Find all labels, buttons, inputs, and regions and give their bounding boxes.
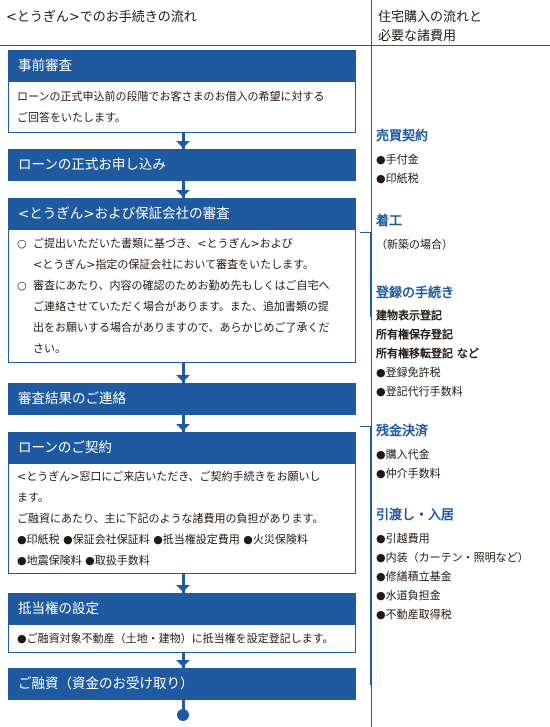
- cost-item: ●修繕積立基金: [376, 570, 452, 583]
- review-item-line: ご提出いただいた書類に基づき、<とうぎん>および: [33, 237, 293, 250]
- bracket-connector: [360, 232, 371, 317]
- step-body-line: <とうぎん>窓口にご来店いただき、ご契約手続きをお願いし: [17, 470, 321, 483]
- cost-item: ●印紙税: [376, 172, 419, 185]
- review-item: ○ ご提出いただいた書類に基づき、<とうぎん>および <とうぎん>指定の保証会社…: [17, 233, 347, 275]
- step-body: ○ ご提出いただいた書類に基づき、<とうぎん>および <とうぎん>指定の保証会社…: [8, 230, 356, 363]
- review-item-line: <とうぎん>指定の保証会社において審査をいたします。: [33, 258, 315, 271]
- bracket-connector: [360, 426, 371, 685]
- section-final-settlement: 残金決済 ●購入代金 ●仲介手数料: [376, 422, 548, 483]
- cost-item: ●内装（カーテン・照明など）: [376, 551, 529, 564]
- review-item-line: ご連絡させていただく場合があります。また、追加書類の提: [33, 300, 329, 313]
- step-body-line: ●ご融資対象不動産（土地・建物）に抵当権を設定登記します。: [17, 632, 334, 645]
- arrow-down-icon: [176, 190, 190, 197]
- cost-header-line1: 住宅購入の流れと: [378, 10, 483, 25]
- step-title: ローンの正式お申し込み: [8, 149, 356, 181]
- step-body-line: ●印紙税 ●保証会社保証料 ●抵当権設定費用 ●火災保険料: [17, 533, 308, 546]
- step-body-line: ご回答をいたします。: [17, 111, 126, 124]
- step-title: 事前審査: [8, 50, 356, 82]
- arrow-down-icon: [176, 141, 190, 148]
- cost-item: ●水道負担金: [376, 589, 441, 602]
- step-body-line: ローンの正式申込前の段階でお客さまのお借入の希望に対する: [17, 90, 325, 103]
- section-title: 残金決済: [376, 424, 429, 439]
- flow-header-title: <とうぎん>でのお手続きの流れ: [6, 10, 197, 25]
- flow-end-dot-icon: [177, 709, 189, 721]
- cost-item: ●登録免許税: [376, 366, 441, 379]
- step-loan-disbursement: ご融資（資金のお受け取り）: [8, 668, 356, 700]
- section-title: 登録の手続き: [376, 286, 455, 301]
- review-item-line: 出をお願いする場合がありますので、あらかじめご了承くだ: [33, 321, 330, 334]
- section-title: 着工: [376, 214, 403, 229]
- cost-header-title: 住宅購入の流れと 必要な諸費用: [378, 8, 482, 46]
- step-title: ローンのご契約: [8, 432, 356, 464]
- step-body-line: ご融資にあたり、主に下記のような諸費用の負担があります。: [17, 512, 324, 525]
- cost-item: ●購入代金: [376, 448, 430, 461]
- section-title: 売買契約: [376, 129, 429, 144]
- section-construction: 着工 （新築の場合）: [376, 212, 548, 254]
- step-review: <とうぎん>および保証会社の審査 ○ ご提出いただいた書類に基づき、<とうぎん>…: [8, 198, 356, 363]
- arrow-down-icon: [176, 375, 190, 382]
- review-item-line: 審査にあたり、内容の確認のためお勤め先もしくはご自宅へ: [33, 279, 330, 292]
- arrow-down-icon: [176, 424, 190, 431]
- step-title: ご融資（資金のお受け取り）: [8, 668, 356, 700]
- circle-marker-icon: ○: [17, 279, 27, 292]
- step-title: <とうぎん>および保証会社の審査: [8, 198, 356, 230]
- registration-type: 建物表示登記: [376, 309, 442, 322]
- step-body: ローンの正式申込前の段階でお客さまのお借入の希望に対する ご回答をいたします。: [8, 82, 356, 133]
- arrow-down-icon: [176, 585, 190, 592]
- section-handover: 引渡し・入居 ●引越費用 ●内装（カーテン・照明など） ●修繕積立基金 ●水道負…: [376, 506, 548, 624]
- review-item-line: さい。: [33, 342, 66, 355]
- cost-header-line2: 必要な諸費用: [378, 29, 457, 44]
- registration-type: 所有権保存登記: [376, 328, 453, 341]
- cost-item: ●手付金: [376, 153, 419, 166]
- arrow-down-icon: [176, 660, 190, 667]
- flow-line: [182, 125, 185, 715]
- cost-item: ●不動産取得税: [376, 608, 452, 621]
- step-body-line: ●地震保険料 ●取扱手数料: [17, 554, 150, 567]
- section-sales-contract: 売買契約 ●手付金 ●印紙税: [376, 127, 548, 188]
- cost-item: ●引越費用: [376, 532, 430, 545]
- review-item: ○ 審査にあたり、内容の確認のためお勤め先もしくはご自宅へ ご連絡させていただく…: [17, 275, 347, 359]
- step-body: <とうぎん>窓口にご来店いただき、ご契約手続きをお願いし ます。 ご融資にあたり…: [8, 464, 356, 574]
- section-title: 引渡し・入居: [376, 508, 455, 523]
- step-body: ●ご融資対象不動産（土地・建物）に抵当権を設定登記します。: [8, 625, 356, 653]
- column-divider: [371, 0, 372, 727]
- step-loan-contract: ローンのご契約 <とうぎん>窓口にご来店いただき、ご契約手続きをお願いし ます。…: [8, 432, 356, 574]
- header-divider: [0, 45, 550, 46]
- step-title: 抵当権の設定: [8, 593, 356, 625]
- section-note: （新築の場合）: [376, 238, 453, 251]
- step-pre-screening: 事前審査 ローンの正式申込前の段階でお客さまのお借入の希望に対する ご回答をいた…: [8, 50, 356, 133]
- section-registration: 登録の手続き 建物表示登記 所有権保存登記 所有権移転登記 など ●登録免許税 …: [376, 284, 548, 401]
- registration-type: 所有権移転登記 など: [376, 347, 479, 360]
- step-title: 審査結果のご連絡: [8, 383, 356, 415]
- step-body-line: ます。: [17, 491, 49, 504]
- step-mortgage-setting: 抵当権の設定 ●ご融資対象不動産（土地・建物）に抵当権を設定登記します。: [8, 593, 356, 653]
- step-formal-application: ローンの正式お申し込み: [8, 149, 356, 181]
- step-review-result: 審査結果のご連絡: [8, 383, 356, 415]
- cost-item: ●仲介手数料: [376, 467, 441, 480]
- circle-marker-icon: ○: [17, 237, 27, 250]
- cost-item: ●登記代行手数料: [376, 385, 463, 398]
